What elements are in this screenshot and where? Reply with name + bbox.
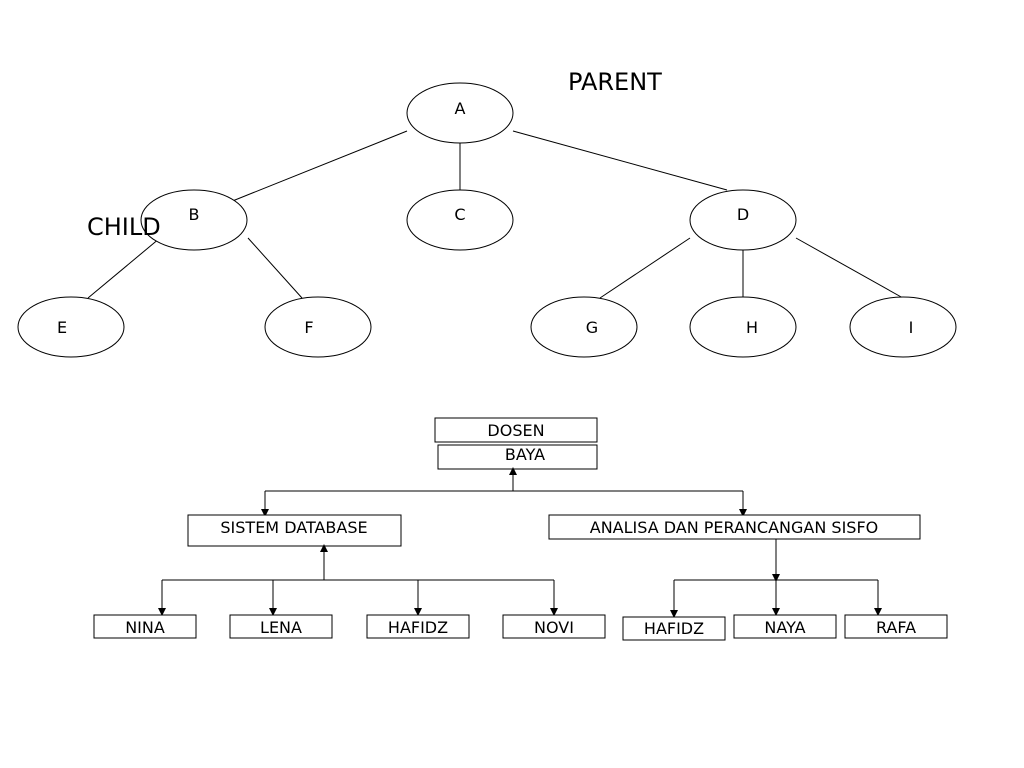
member-label: NAYA — [764, 618, 805, 637]
course-box-sistem-database: SISTEM DATABASE — [187, 514, 402, 547]
tree-node-b: B — [140, 189, 248, 251]
member-label: NINA — [125, 618, 165, 637]
tree-node-g: G — [530, 296, 638, 358]
org-chart: DOSEN BAYA SISTEM DATABASE ANALISA DAN P… — [93, 417, 948, 641]
edge-a-d — [512, 130, 728, 191]
member-box-novi: NOVI — [502, 614, 606, 639]
root-label-line2: BAYA — [505, 445, 545, 464]
node-label: C — [454, 205, 465, 224]
node-label: H — [746, 318, 758, 337]
member-label: RAFA — [876, 618, 916, 637]
tree-node-e: E — [17, 296, 125, 358]
member-box-rafa: RAFA — [844, 614, 948, 639]
member-box-lena: LENA — [229, 614, 333, 639]
parent-label: PARENT — [568, 68, 662, 96]
tree-node-h: H — [689, 296, 797, 358]
course-2-label: ANALISA DAN PERANCANGAN SISFO — [590, 518, 878, 537]
node-label: G — [586, 318, 598, 337]
edge-b-f — [247, 237, 303, 299]
edge-a-b — [229, 130, 408, 203]
node-label: F — [304, 318, 313, 337]
course-1-label: SISTEM DATABASE — [220, 518, 367, 537]
member-box-hafidz-1: HAFIDZ — [366, 614, 470, 639]
node-label: I — [909, 318, 914, 337]
edge-b-e — [87, 237, 161, 299]
node-label: A — [455, 99, 466, 118]
member-box-naya: NAYA — [733, 614, 837, 639]
tree-node-c: C — [406, 189, 514, 251]
member-label: NOVI — [534, 618, 574, 637]
node-label: D — [737, 205, 749, 224]
root-label-line1: DOSEN — [487, 421, 544, 440]
root-box-dosen: DOSEN — [434, 417, 598, 443]
member-box-hafidz-2: HAFIDZ — [622, 616, 726, 641]
tree-node-d: D — [689, 189, 797, 251]
node-label: E — [57, 318, 67, 337]
tree-node-a: A — [406, 82, 514, 144]
tree-diagram: A B C D E F G H — [17, 68, 957, 358]
edge-d-g — [599, 237, 691, 299]
member-label: HAFIDZ — [388, 618, 448, 637]
member-label: HAFIDZ — [644, 619, 704, 638]
member-label: LENA — [260, 618, 302, 637]
member-box-nina: NINA — [93, 614, 197, 639]
node-label: B — [189, 205, 200, 224]
child-label: CHILD — [87, 213, 161, 241]
tree-node-i: I — [849, 296, 957, 358]
tree-node-f: F — [264, 296, 372, 358]
root-box-baya: BAYA — [437, 444, 598, 470]
course-box-analisa: ANALISA DAN PERANCANGAN SISFO — [548, 514, 921, 540]
edge-d-i — [795, 237, 904, 299]
